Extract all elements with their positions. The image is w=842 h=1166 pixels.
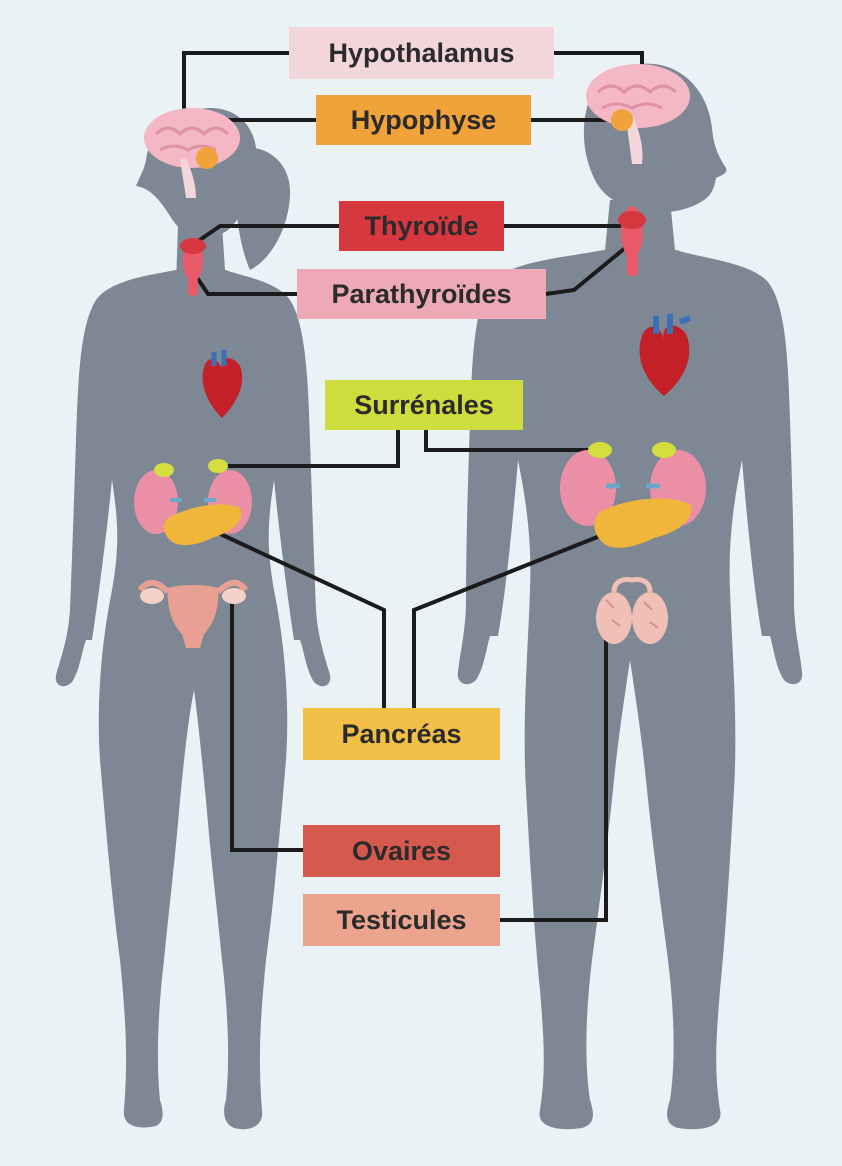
- brain-icon: [586, 64, 690, 164]
- adrenal-glands-icon: [154, 459, 228, 477]
- label-thyroide: Thyroïde: [339, 201, 504, 251]
- pituitary-icon: [611, 109, 633, 131]
- heart-icon: [639, 314, 692, 396]
- line-parathyroides-female: [194, 274, 297, 296]
- line-hypothalamus-female: [182, 51, 289, 118]
- adrenal-glands-icon: [588, 442, 676, 458]
- label-pancreas: Pancréas: [303, 708, 500, 760]
- line-pancreas-female: [215, 530, 386, 708]
- line-surrenales-male: [424, 430, 596, 452]
- pituitary-icon: [196, 147, 218, 169]
- line-pancreas-male: [412, 526, 621, 708]
- thyroid-icon: [618, 206, 646, 276]
- label-surrenales: Surrénales: [325, 380, 523, 430]
- ovaries-icon: [137, 579, 249, 648]
- male-organs: [560, 64, 706, 644]
- line-ovaires: [230, 600, 303, 852]
- pancreas-icon: [594, 498, 692, 548]
- label-ovaires: Ovaires: [303, 825, 500, 877]
- line-thyroide-female: [192, 224, 339, 246]
- label-testicules: Testicules: [303, 894, 500, 946]
- testicles-icon: [596, 577, 668, 644]
- label-hypothalamus: Hypothalamus: [289, 27, 554, 79]
- heart-icon: [202, 350, 243, 418]
- line-parathyroides-male: [545, 242, 632, 296]
- line-surrenales-female: [222, 430, 400, 468]
- pancreas-icon: [163, 504, 242, 546]
- label-parathyroides: Parathyroïdes: [297, 269, 546, 319]
- female-organs: [134, 108, 252, 648]
- line-testicules: [500, 640, 608, 922]
- thyroid-icon: [180, 238, 206, 296]
- label-hypophyse: Hypophyse: [316, 95, 531, 145]
